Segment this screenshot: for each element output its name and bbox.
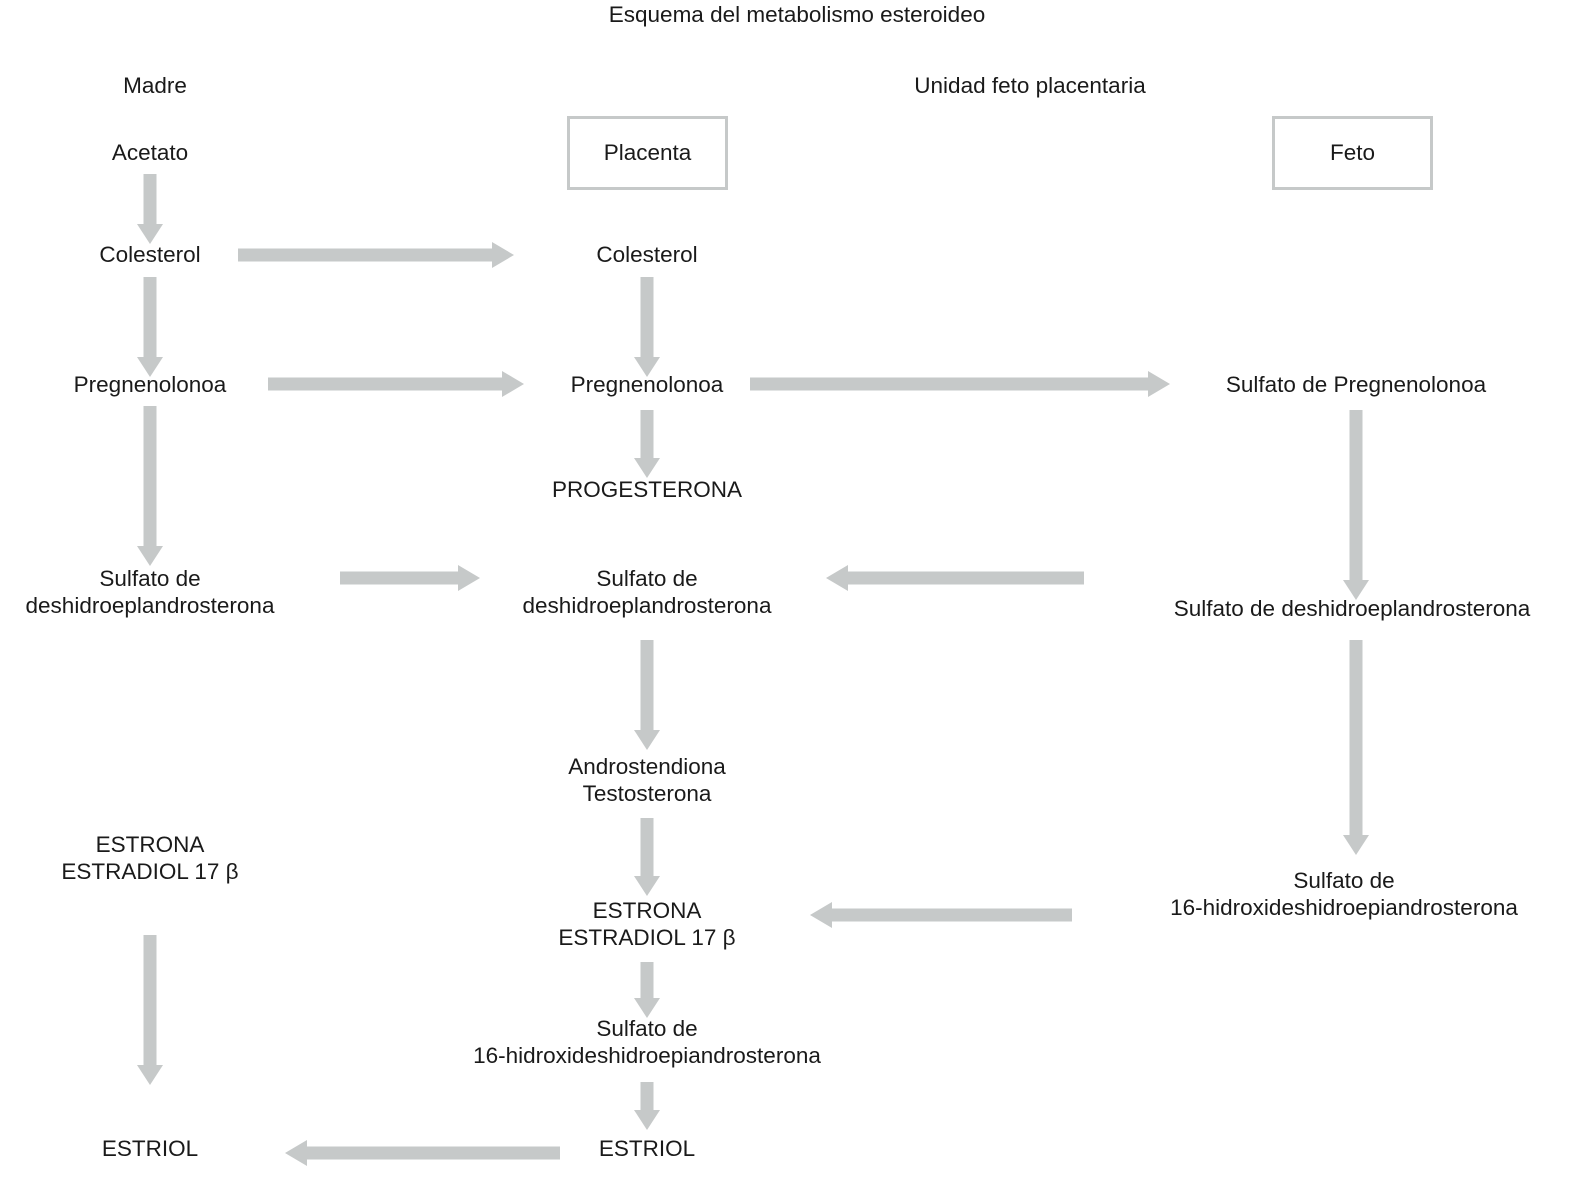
- arrow-placenta-pregnenolonoa-to-progesterona: [634, 410, 660, 478]
- node-feto-hydroxy-dhea-sulfate: Sulfato de 16-hidroxideshidroepiandroste…: [1094, 868, 1594, 921]
- node-placenta-hydroxy-dhea-line2: 16-hidroxideshidroepiandrosterona: [473, 1042, 821, 1068]
- node-placenta-progesterona: PROGESTERONA: [551, 477, 743, 502]
- arrow-mother-pregnenolonoa-to-dhea-sulfate: [137, 406, 163, 566]
- node-feto-hydroxy-dhea-line1: Sulfato de: [1293, 868, 1395, 893]
- placenta-box: Placenta: [567, 116, 728, 190]
- node-placenta-estrona: ESTRONA: [592, 898, 702, 923]
- node-mother-dhea-sulfate-line1: Sulfato de: [99, 566, 201, 591]
- page-title: Esquema del metabolismo esteroideo: [608, 2, 986, 27]
- arrow-mother-pregnenolonoa-to-placenta-pregnenolonoa: [268, 371, 524, 397]
- arrow-mother-estradiol-to-estriol: [137, 935, 163, 1085]
- arrow-feto-hydroxy-dhea-to-placenta-estrona: [810, 902, 1072, 928]
- node-placenta-estriol: ESTRIOL: [598, 1136, 696, 1161]
- node-placenta-androstendiona-testosterona: Androstendiona Testosterona: [497, 754, 797, 807]
- arrow-placenta-estriol-to-mother-estriol: [285, 1140, 560, 1166]
- arrow-mother-colesterol-to-pregnenolonoa: [137, 277, 163, 377]
- arrow-placenta-estrona-to-hydroxy-dhea: [634, 962, 660, 1018]
- node-feto-dhea-sulfate: Sulfato de deshidroeplandrosterona: [1173, 596, 1531, 621]
- arrow-acetato-to-colesterol: [137, 174, 163, 244]
- node-mother-estrona: ESTRONA: [95, 832, 205, 857]
- node-mother-estrona-estradiol: ESTRONA ESTRADIOL 17 β: [0, 832, 300, 885]
- node-mother-dhea-sulfate-line2: deshidroeplandrosterona: [25, 592, 275, 618]
- arrow-placenta-colesterol-to-pregnenolonoa: [634, 277, 660, 377]
- node-placenta-dhea-sulfate-line2: deshidroeplandrosterona: [522, 592, 772, 618]
- arrow-placenta-androstendiona-to-estrona: [634, 818, 660, 896]
- arrow-placenta-pregnenolonoa-to-feto-pregnenolone-sulfate: [750, 371, 1170, 397]
- node-placenta-estrona-estradiol: ESTRONA ESTRADIOL 17 β: [497, 898, 797, 951]
- arrow-feto-dhea-sulfate-to-hydroxy-dhea: [1343, 640, 1369, 855]
- node-mother-colesterol: Colesterol: [99, 242, 201, 267]
- node-placenta-colesterol: Colesterol: [596, 242, 698, 267]
- arrow-placenta-dhea-sulfate-to-androstendiona: [634, 640, 660, 750]
- arrow-mother-dhea-sulfate-to-placenta-dhea-sulfate: [340, 565, 480, 591]
- column-header-madre: Madre: [123, 73, 187, 98]
- arrow-feto-pregnenolone-sulfate-to-dhea-sulfate: [1343, 410, 1369, 600]
- node-placenta-hydroxy-dhea-sulfate: Sulfato de 16-hidroxideshidroepiandroste…: [397, 1016, 897, 1069]
- node-mother-acetato: Acetato: [111, 140, 189, 165]
- node-placenta-dhea-sulfate: Sulfato de deshidroeplandrosterona: [497, 566, 797, 619]
- node-placenta-estradiol: ESTRADIOL 17 β: [558, 924, 736, 950]
- node-mother-estradiol: ESTRADIOL 17 β: [61, 858, 239, 884]
- column-header-unidad-feto-placentaria: Unidad feto placentaria: [914, 73, 1146, 98]
- node-placenta-androstendiona: Androstendiona: [568, 754, 726, 779]
- node-placenta-dhea-sulfate-line1: Sulfato de: [596, 566, 698, 591]
- node-feto-hydroxy-dhea-line2: 16-hidroxideshidroepiandrosterona: [1170, 894, 1518, 920]
- node-mother-pregnenolonoa: Pregnenolonoa: [73, 372, 227, 397]
- node-mother-dhea-sulfate: Sulfato de deshidroeplandrosterona: [0, 566, 300, 619]
- arrow-feto-dhea-sulfate-to-placenta-dhea-sulfate: [826, 565, 1084, 591]
- node-placenta-testosterona: Testosterona: [582, 780, 712, 806]
- node-placenta-pregnenolonoa: Pregnenolonoa: [570, 372, 724, 397]
- arrow-mother-colesterol-to-placenta-colesterol: [238, 242, 514, 268]
- feto-box: Feto: [1272, 116, 1433, 190]
- node-feto-pregnenolone-sulfate: Sulfato de Pregnenolonoa: [1225, 372, 1487, 397]
- arrow-placenta-hydroxy-dhea-to-estriol: [634, 1082, 660, 1130]
- node-mother-estriol: ESTRIOL: [101, 1136, 199, 1161]
- node-placenta-hydroxy-dhea-line1: Sulfato de: [596, 1016, 698, 1041]
